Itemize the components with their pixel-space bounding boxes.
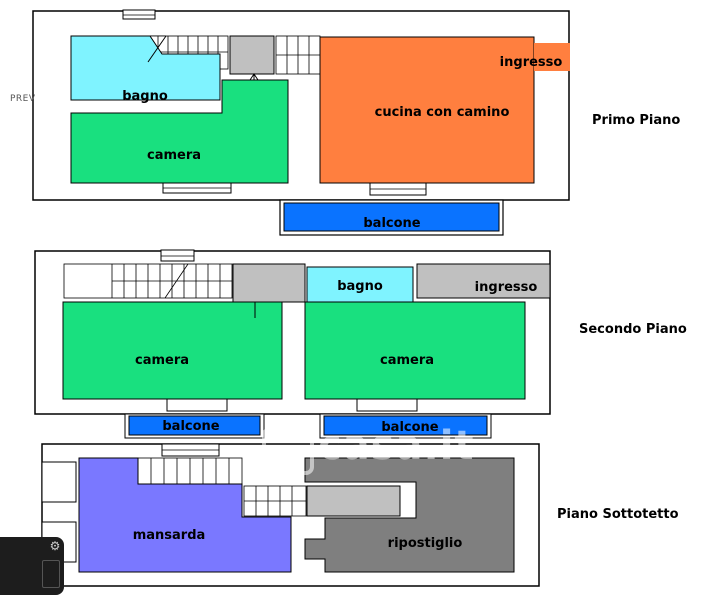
sottotetto-ripostiglio-label: ripostiglio: [388, 536, 463, 551]
floor-title-primo: Primo Piano: [592, 113, 681, 128]
watermark-text: casa.it: [318, 423, 475, 469]
secondo-camera-right-room: [304, 301, 526, 400]
sottotetto-mansarda-room: [78, 457, 292, 573]
floor-title-secondo: Secondo Piano: [579, 322, 687, 337]
secondo-camera-left-room: [62, 301, 283, 400]
primo-cucina-label: cucina con camino: [375, 105, 510, 120]
primo-balcone: [283, 202, 500, 232]
secondo-balcone-right: [323, 415, 488, 436]
primo-ingresso-area: [534, 43, 570, 71]
primo-balcone-label: balcone: [363, 216, 420, 231]
secondo-bagno-room: [306, 266, 414, 303]
primo-ingresso-label: ingresso: [500, 55, 563, 70]
sottotetto-corridor: [306, 485, 401, 517]
primo-camera-label: camera: [147, 148, 201, 163]
secondo-camera-right-label: camera: [380, 353, 434, 368]
watermark-logo-icon: [262, 427, 314, 475]
secondo-balcone-left-label: balcone: [162, 419, 219, 434]
floor-title-sottotetto: Piano Sottotetto: [557, 507, 679, 522]
floor-primo-piano: bagno camera cucina con camino ingresso …: [32, 9, 570, 236]
floor-secondo-piano: bagno ingresso camera camera balcone bal…: [34, 249, 551, 439]
secondo-camera-left-label: camera: [135, 353, 189, 368]
primo-cucina-room: [319, 36, 535, 184]
secondo-corridor-left: [232, 263, 306, 303]
primo-bagno-fill: [70, 35, 221, 101]
primo-camera-room: [70, 79, 289, 184]
primo-top-door: [122, 9, 156, 20]
primo-bagno-label: bagno: [122, 89, 168, 104]
gear-icon[interactable]: ⚙: [49, 539, 61, 553]
prev-button[interactable]: PREV: [10, 94, 36, 104]
sottotetto-mansarda-label: mansarda: [133, 528, 206, 543]
secondo-stairs: [63, 263, 233, 299]
secondo-balcone-left: [128, 415, 261, 436]
secondo-corridor-right: [416, 263, 551, 299]
sottotetto-ripostiglio-room: [304, 457, 515, 573]
primo-corridor: [229, 35, 275, 75]
floor-piano-sottotetto: mansarda ripostiglio: [41, 443, 540, 587]
overlay-widget: [0, 537, 64, 595]
secondo-balcone-right-label: balcone: [381, 420, 438, 435]
secondo-ingresso-label: ingresso: [475, 280, 538, 295]
widget-panel: [42, 560, 60, 588]
secondo-bagno-label: bagno: [337, 279, 383, 294]
